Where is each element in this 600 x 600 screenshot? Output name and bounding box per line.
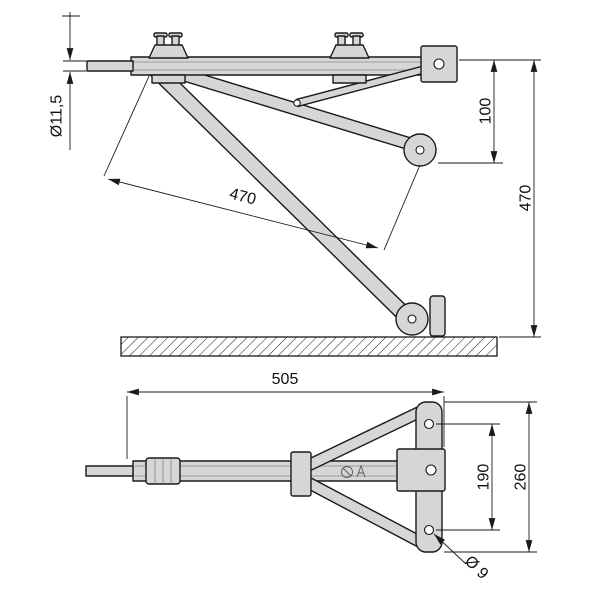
dim-spindle-diameter: Ø11,5 — [49, 12, 86, 150]
dim-label-overall-length: 505 — [272, 371, 299, 388]
foot-pivot-pin — [425, 464, 437, 476]
ground-hatch — [120, 336, 498, 357]
foot-plate-top — [396, 448, 446, 492]
spindle-rod — [86, 60, 134, 72]
dim-label-hole-spacing: 190 — [476, 464, 493, 491]
clamp-base — [332, 74, 367, 84]
manufacturer-stamp — [341, 464, 366, 478]
apex-bracket — [290, 451, 312, 497]
foot-plate — [429, 295, 446, 337]
plan-view: 505 190 260 Ø 9 — [85, 371, 537, 583]
dim-overall-length: 505 — [126, 371, 445, 459]
dim-overall-height: 470 — [499, 60, 541, 338]
dim-overall-width: 260 — [444, 401, 537, 553]
dim-arm-length: 470 — [103, 73, 421, 251]
dim-label-bracket-height: 100 — [478, 98, 495, 125]
clamp-bracket-right — [329, 32, 370, 84]
clamp-top — [145, 457, 181, 485]
pivot-hole — [415, 145, 425, 155]
clamp-bracket-left — [148, 32, 189, 84]
dim-label-spindle-diameter: Ø11,5 — [49, 95, 66, 138]
clamp-body — [148, 44, 189, 59]
dim-label-hole-diameter: Ø 9 — [461, 553, 491, 583]
bolt-hole-upper — [423, 418, 435, 430]
dim-label-arm-length: 470 — [228, 186, 258, 209]
dim-label-overall-height: 470 — [518, 185, 535, 212]
foot-axle-hole — [407, 314, 417, 324]
clamp-body — [329, 44, 370, 59]
bolt-hole-lower — [423, 524, 435, 536]
link-pin — [293, 99, 301, 107]
drive-bracket-hole — [433, 58, 445, 70]
clamp-base — [151, 74, 186, 84]
dim-bracket-height: 100 — [438, 59, 541, 164]
side-view: Ø11,5 100 470 470 — [49, 12, 541, 357]
dim-label-overall-width: 260 — [513, 464, 530, 491]
spindle-rod-top — [85, 465, 134, 477]
dim-hole-spacing: 190 — [436, 423, 500, 531]
